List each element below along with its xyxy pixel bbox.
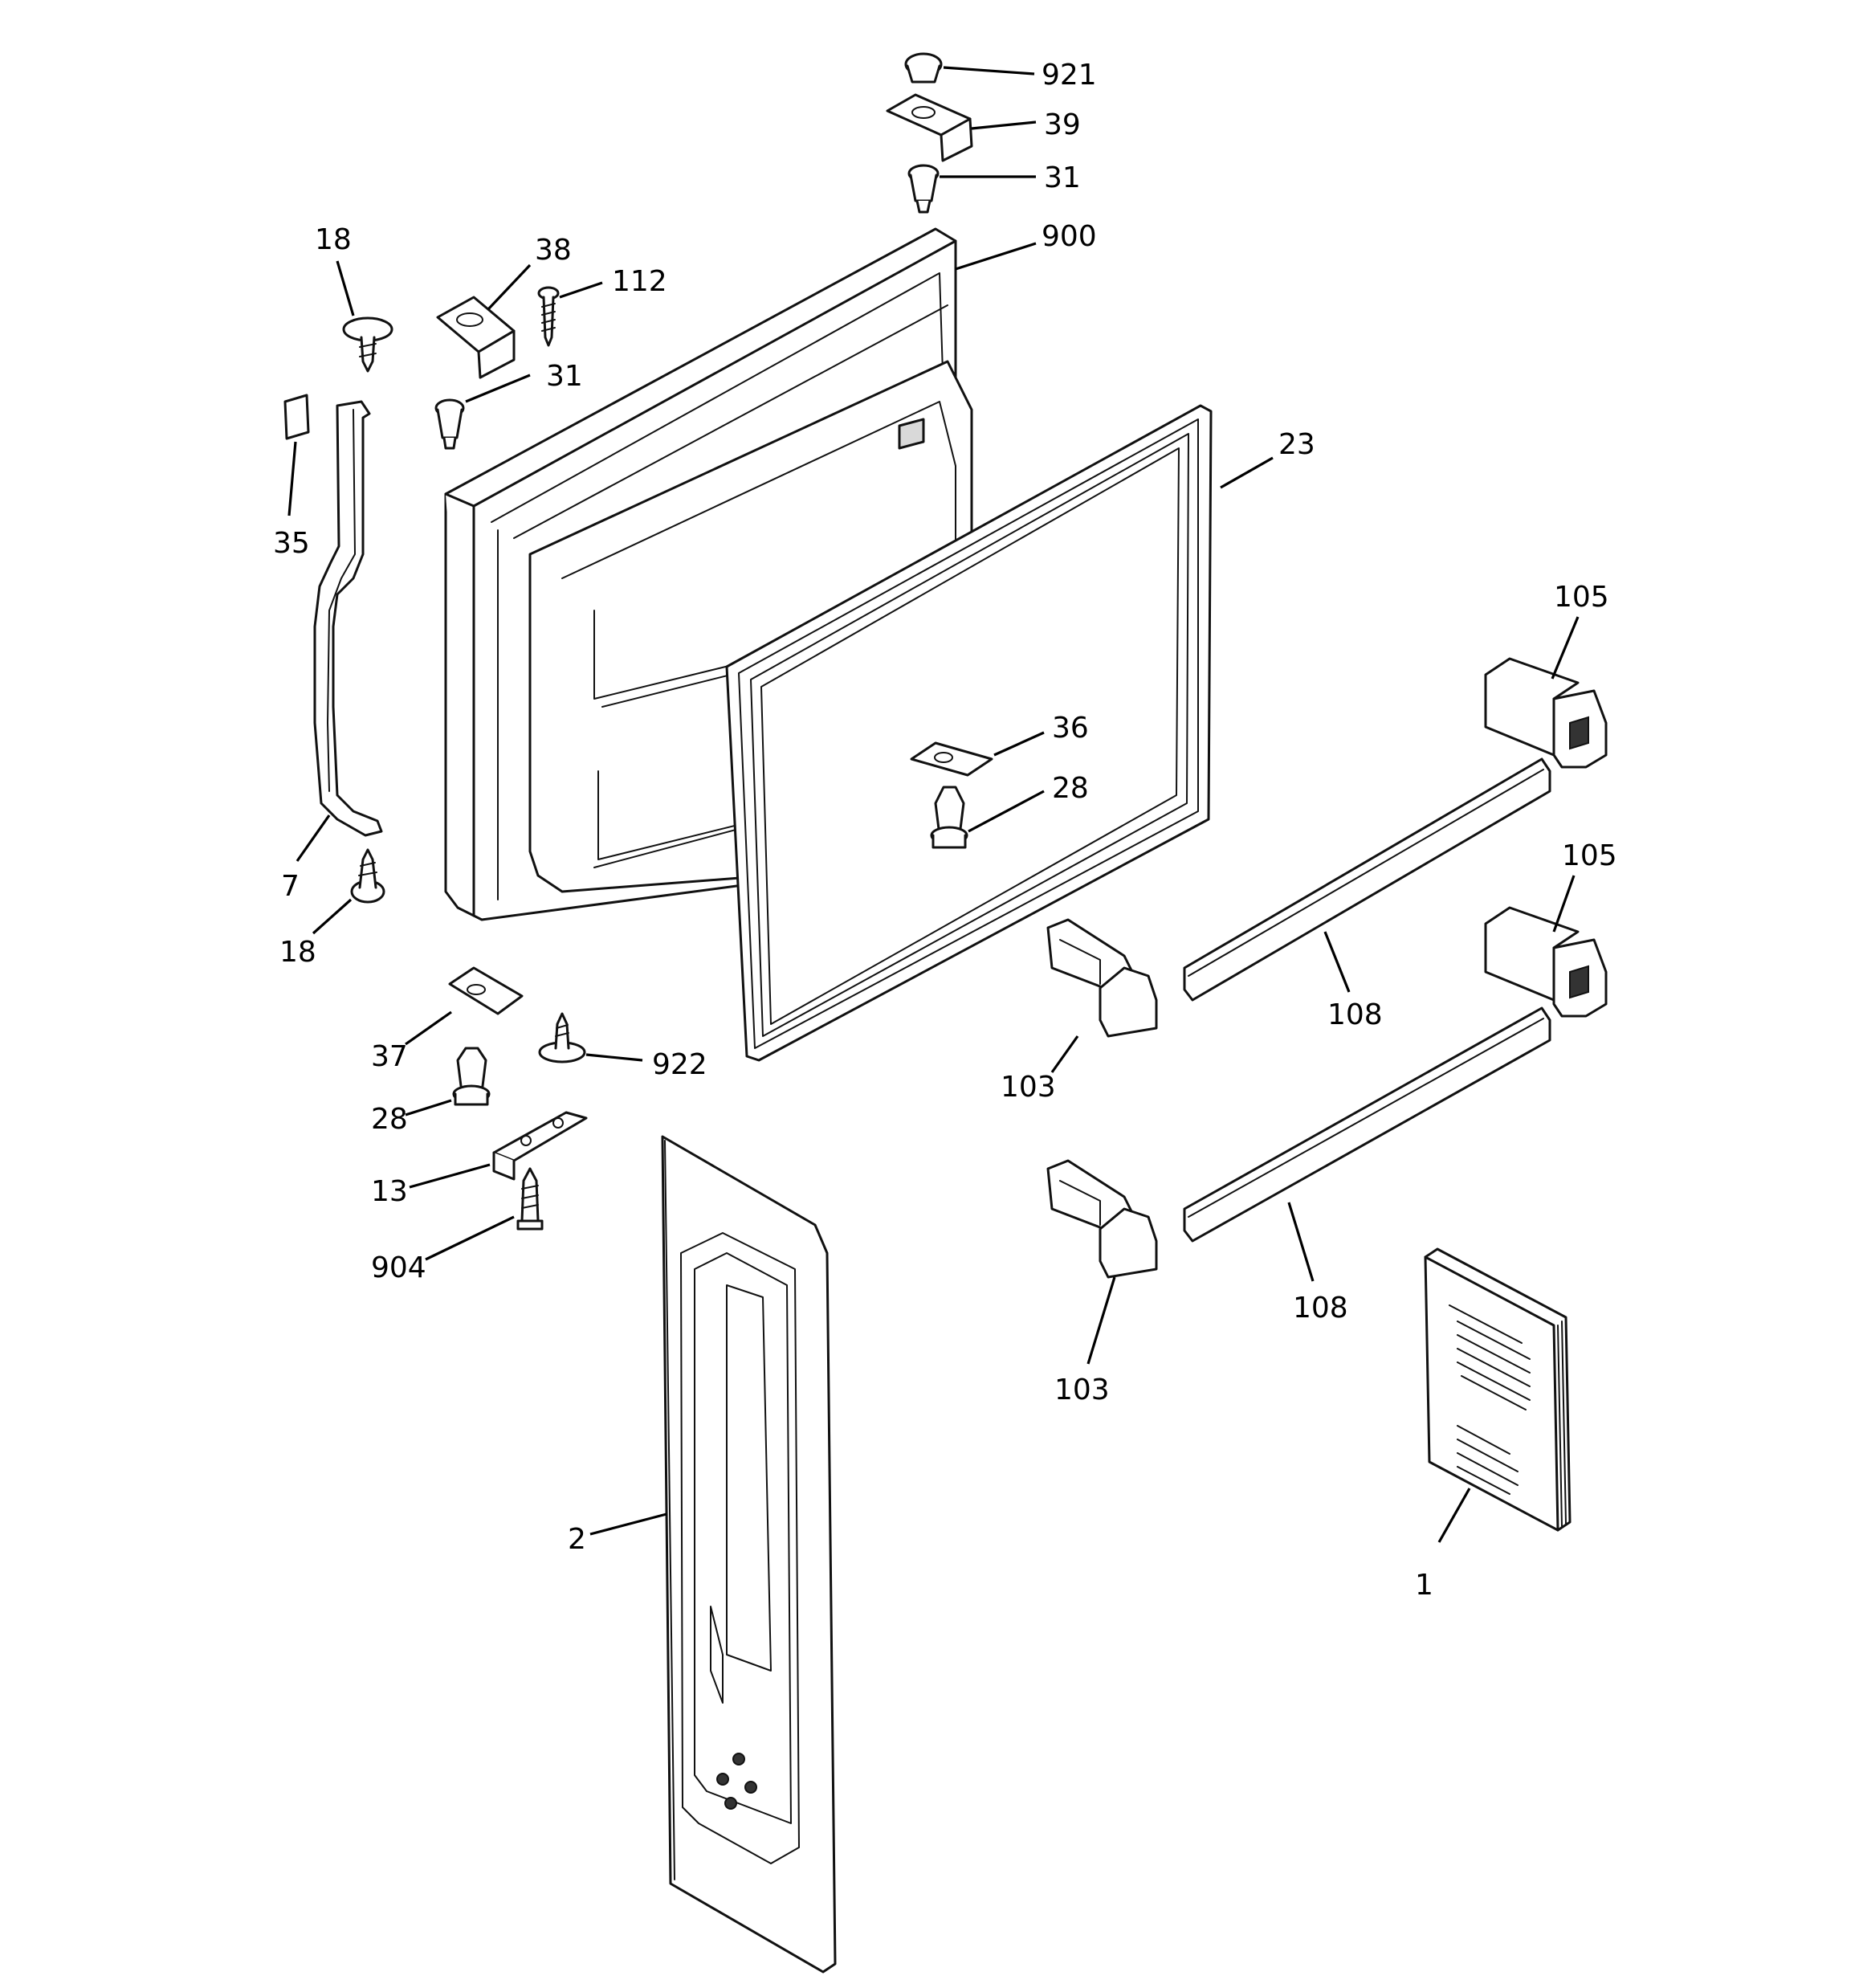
callout-108: 108 xyxy=(1327,998,1383,1031)
callout-31: 31 xyxy=(546,360,583,393)
part-2-door-panel xyxy=(661,1135,837,1974)
part-36-clip xyxy=(910,741,993,777)
part-28-stud-top xyxy=(930,786,968,849)
part-38-bracket xyxy=(436,296,516,379)
leader-7 xyxy=(296,814,331,862)
leader-2 xyxy=(589,1512,667,1536)
callout-31: 31 xyxy=(1044,161,1081,194)
part-1-manual xyxy=(1424,1247,1572,1532)
part-23-gasket xyxy=(725,404,1213,1062)
leader-37 xyxy=(405,1010,452,1046)
leader-103b xyxy=(1086,1276,1116,1365)
part-31-bushing-top xyxy=(907,164,940,214)
part-18-screw-top xyxy=(342,316,393,373)
callout-18: 18 xyxy=(279,936,316,969)
callout-112: 112 xyxy=(612,265,667,298)
callout-38: 38 xyxy=(535,234,572,267)
leader-921 xyxy=(943,66,1035,76)
part-13-hinge xyxy=(492,1111,588,1181)
callout-105: 105 xyxy=(1554,581,1609,614)
part-112-screw xyxy=(537,286,560,347)
part-39-bracket xyxy=(886,93,973,162)
leader-904 xyxy=(425,1215,515,1261)
part-921-plug xyxy=(904,52,943,84)
part-18-screw-bottom xyxy=(350,848,385,904)
leader-13 xyxy=(409,1163,491,1189)
leader-28a xyxy=(968,790,1045,833)
part-35-label xyxy=(283,394,310,440)
callout-18: 18 xyxy=(315,223,352,256)
leader-23 xyxy=(1220,456,1274,489)
part-904-screw xyxy=(516,1167,544,1231)
part-103-endcap-bottom xyxy=(1046,1159,1158,1279)
leader-35 xyxy=(287,441,297,516)
leader-36 xyxy=(993,731,1045,757)
callout-23: 23 xyxy=(1278,428,1315,461)
callout-103: 103 xyxy=(1001,1071,1056,1104)
leader-105a xyxy=(1551,616,1580,680)
callout-103: 103 xyxy=(1054,1374,1110,1406)
part-105-endcap-top xyxy=(1484,657,1608,769)
callout-28: 28 xyxy=(1052,772,1089,805)
leader-18a xyxy=(336,260,355,316)
leader-108a xyxy=(1323,931,1351,993)
leader-105b xyxy=(1552,875,1576,933)
callout-35: 35 xyxy=(273,527,310,560)
callout-922: 922 xyxy=(652,1048,707,1081)
leader-108b xyxy=(1287,1202,1315,1282)
part-31-bushing-left xyxy=(434,398,465,450)
callout-28: 28 xyxy=(371,1103,408,1136)
callout-labels: 921 39 31 900 18 38 112 31 35 23 105 36 … xyxy=(273,59,1617,1602)
part-103-endcap-top xyxy=(1046,918,1158,1038)
callout-7: 7 xyxy=(281,870,300,903)
part-105-endcap-bottom xyxy=(1484,906,1608,1018)
leader-31b xyxy=(465,374,531,403)
leader-112 xyxy=(559,281,603,299)
part-108-bar-bottom xyxy=(1183,1006,1551,1243)
leader-lines xyxy=(287,66,1580,1543)
part-37-clip xyxy=(448,966,524,1015)
callout-904: 904 xyxy=(371,1251,426,1284)
callout-105: 105 xyxy=(1562,839,1617,872)
leader-39 xyxy=(971,120,1037,130)
leader-18b xyxy=(312,898,353,935)
leader-900 xyxy=(955,242,1037,271)
leader-28b xyxy=(405,1099,452,1116)
callout-900: 900 xyxy=(1042,220,1097,253)
part-108-bar-top xyxy=(1183,757,1551,1002)
part-7-handle xyxy=(313,400,383,837)
leader-922 xyxy=(585,1053,643,1062)
callout-921: 921 xyxy=(1042,59,1097,92)
callout-2: 2 xyxy=(568,1523,586,1556)
part-28-stud-bottom xyxy=(452,1047,491,1106)
callout-36: 36 xyxy=(1052,712,1089,745)
part-922-screw xyxy=(538,1012,586,1063)
callout-108: 108 xyxy=(1293,1292,1348,1325)
leader-103a xyxy=(1050,1035,1079,1073)
callout-37: 37 xyxy=(371,1040,408,1073)
callout-39: 39 xyxy=(1044,108,1081,141)
leader-38 xyxy=(487,263,532,311)
leader-1 xyxy=(1437,1488,1471,1543)
callout-1: 1 xyxy=(1415,1569,1433,1602)
callout-13: 13 xyxy=(371,1175,408,1208)
